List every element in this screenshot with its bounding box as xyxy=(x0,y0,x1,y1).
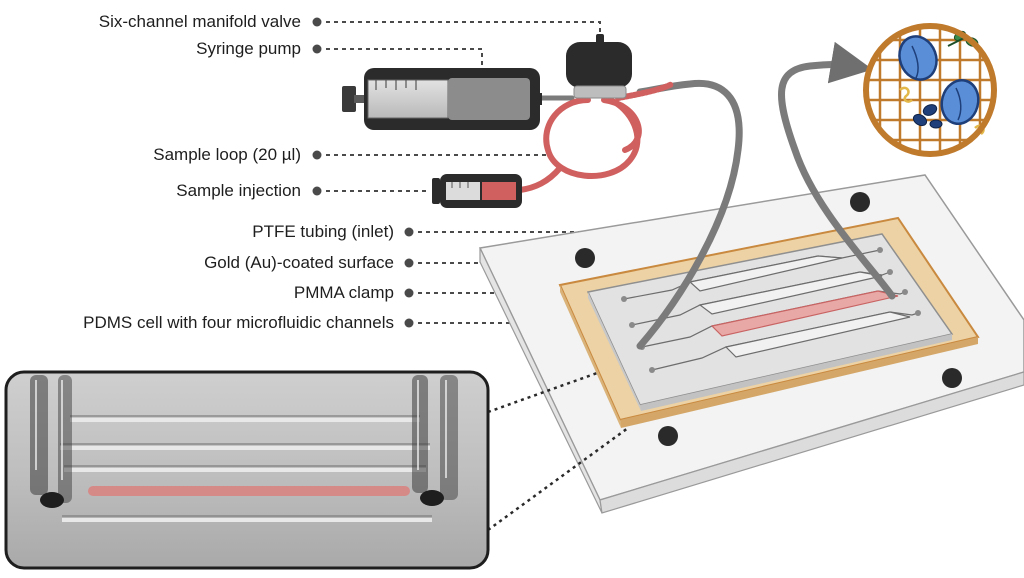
label-sample-loop: Sample loop (20 µl) xyxy=(153,145,301,164)
photo-tube-right-1 xyxy=(412,375,428,493)
sample-injection-syringe xyxy=(432,174,522,208)
label-pdms-cell: PDMS cell with four microfluidic channel… xyxy=(83,313,394,332)
gold-layer-edge-front xyxy=(620,337,978,428)
dot-sample-loop xyxy=(312,150,322,160)
dot-ptfe-tubing xyxy=(404,227,414,237)
valve-base xyxy=(573,85,627,99)
syringe-plunger-rod xyxy=(354,95,368,103)
label-gold-surface: Gold (Au)-coated surface xyxy=(204,253,394,272)
clamp-screw-4 xyxy=(658,426,678,446)
manifold-valve xyxy=(566,34,632,99)
photo-tube-left-1 xyxy=(30,375,48,495)
sample-loop-coil-2 xyxy=(601,97,642,153)
pdms-cell xyxy=(586,233,954,411)
tubing-outlet xyxy=(778,41,896,300)
port-3b xyxy=(902,289,908,295)
port-1a xyxy=(621,296,627,302)
port-1b xyxy=(877,247,883,253)
photo-sample-channel xyxy=(88,486,410,496)
clamp-screw-2 xyxy=(850,192,870,212)
tubing-inlet xyxy=(636,79,743,350)
injection-plunger-end xyxy=(432,178,440,204)
dot-gold-surface xyxy=(404,258,414,268)
dot-manifold-valve xyxy=(312,17,322,27)
photo-tube-left-2 xyxy=(58,375,72,503)
leader-manifold-valve xyxy=(326,21,601,42)
syringe-plunger-end xyxy=(342,86,356,112)
channel-2-body xyxy=(698,271,883,315)
dot-pdms-cell xyxy=(404,318,414,328)
dot-syringe-pump xyxy=(312,44,322,54)
channel-1-body xyxy=(688,255,843,292)
dot-sample-injection xyxy=(312,186,322,196)
photo-port-left xyxy=(40,492,64,508)
port-4a xyxy=(649,367,655,373)
protein-navy xyxy=(912,104,943,129)
injection-barrel xyxy=(446,182,480,200)
port-4b xyxy=(915,310,921,316)
photo-inset-frame xyxy=(4,370,490,570)
gold-layer-edge-left xyxy=(560,285,621,428)
protein-blue-1 xyxy=(898,35,938,81)
clamp-screw-1 xyxy=(575,248,595,268)
labels-group: Six-channel manifold valve Syringe pump … xyxy=(83,12,394,332)
dot-pmma-clamp xyxy=(404,288,414,298)
label-manifold-valve: Six-channel manifold valve xyxy=(99,12,301,31)
syringe-pump xyxy=(342,68,542,130)
syringe-nozzle xyxy=(530,93,542,105)
clamp-screw-3 xyxy=(942,368,962,388)
pmma-plate-side-front xyxy=(599,371,1024,514)
sample-loop-to-injection xyxy=(517,165,563,193)
valve-head xyxy=(566,42,632,88)
channel-3-body-sample xyxy=(710,290,899,337)
photo-inset xyxy=(4,370,629,570)
label-pmma-clamp: PMMA clamp xyxy=(294,283,394,302)
photo-pointer-1 xyxy=(487,370,601,414)
valve-knob xyxy=(596,34,604,44)
label-ptfe-tubing: PTFE tubing (inlet) xyxy=(252,222,394,241)
pdms-edge-left xyxy=(588,292,641,411)
protein-inset xyxy=(863,23,997,157)
pdms-edge-front xyxy=(640,334,952,411)
syringe-barrel xyxy=(367,79,449,119)
channel-4-body xyxy=(724,311,911,358)
protein-yellow-1 xyxy=(899,86,913,103)
label-sample-injection: Sample injection xyxy=(176,181,301,200)
protein-inset-frame xyxy=(863,23,997,157)
photo-pointer-2 xyxy=(487,426,629,532)
port-2b xyxy=(887,269,893,275)
photo-port-right xyxy=(420,490,444,506)
sample-loop-coil-1 xyxy=(543,97,641,179)
label-syringe-pump: Syringe pump xyxy=(196,39,301,58)
syringe-pump-window xyxy=(448,78,530,120)
leader-syringe-pump xyxy=(326,48,483,72)
photo-tube-right-2 xyxy=(440,375,458,500)
protein-molecules xyxy=(898,30,985,136)
tubing xyxy=(537,41,896,350)
port-2a xyxy=(629,322,635,328)
injection-sample xyxy=(482,182,516,200)
